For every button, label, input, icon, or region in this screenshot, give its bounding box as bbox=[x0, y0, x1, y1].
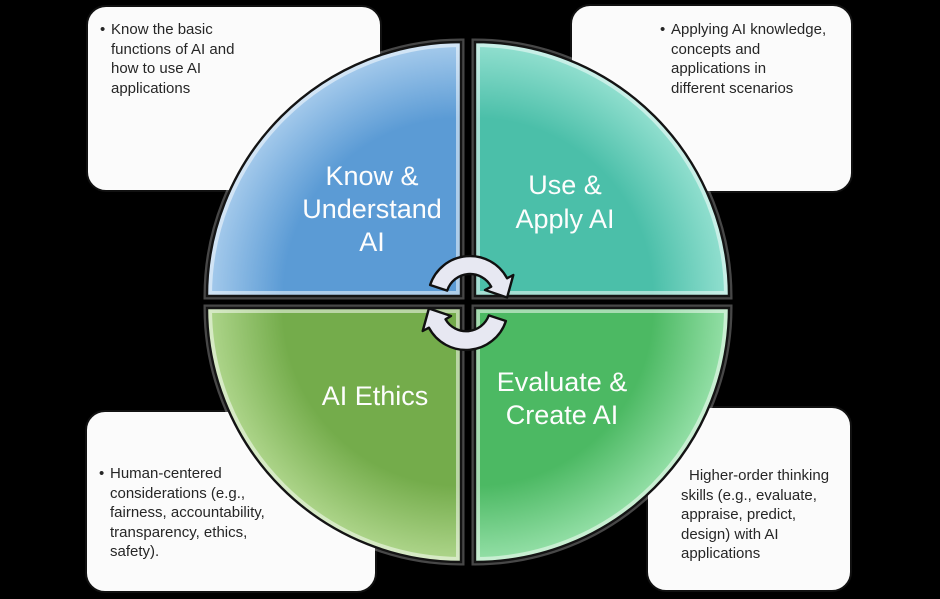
callout-evaluate-create: Higher-order thinking skills (e.g., eval… bbox=[646, 406, 852, 592]
callout-text: Know the basic functions of AI and how t… bbox=[111, 21, 235, 97]
callout-text: Applying AI knowledge, concepts and appl… bbox=[671, 21, 827, 97]
quadrant-know-understand bbox=[203, 38, 465, 300]
callout-text: Human-centered considerations (e.g., fai… bbox=[110, 465, 265, 560]
cycle-arrows-icon bbox=[421, 254, 515, 352]
label-evaluate-create: Evaluate & bbox=[497, 367, 628, 397]
svg-text:Apply AI: Apply AI bbox=[515, 204, 614, 234]
cycle-arrow-top bbox=[428, 254, 515, 299]
callout-text: Higher-order thinking skills (e.g., eval… bbox=[681, 467, 830, 562]
label-ai-ethics: AI Ethics bbox=[322, 381, 429, 411]
bullet-marker: • bbox=[100, 21, 106, 38]
label-use-apply: Use & bbox=[528, 170, 602, 200]
svg-text:Create AI: Create AI bbox=[506, 400, 619, 430]
cycle-arrow-bottom bbox=[421, 307, 508, 352]
quadrant-evaluate-create bbox=[471, 304, 733, 566]
quadrant-ai-ethics bbox=[203, 304, 465, 566]
quadrant-labels: Know & Understand AI Use & Apply AI AI E… bbox=[302, 161, 627, 430]
bullet-marker: • bbox=[660, 21, 666, 38]
label-know-understand: Know & bbox=[325, 161, 418, 191]
svg-text:AI: AI bbox=[359, 227, 385, 257]
bullet-marker: • bbox=[99, 465, 105, 482]
quadrant-use-apply bbox=[471, 38, 733, 300]
svg-text:Understand: Understand bbox=[302, 194, 442, 224]
